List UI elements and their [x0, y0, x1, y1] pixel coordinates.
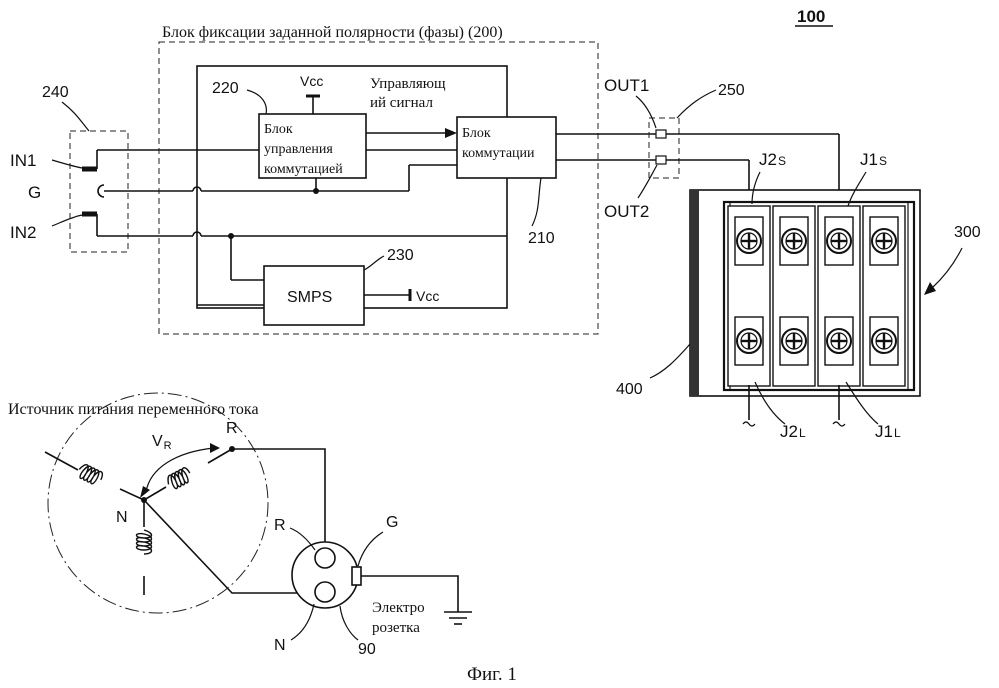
screw-terminal	[825, 217, 853, 265]
figure-caption: Фиг. 1	[467, 664, 517, 685]
control-signal-label-1: Управляющ	[370, 76, 446, 92]
j2l-label: J2L	[780, 422, 806, 441]
ref-300-leader	[932, 248, 962, 288]
ref-300-label: 300	[954, 224, 981, 241]
r-wire-to-socket	[232, 449, 325, 556]
socket-label-line1: Электро	[372, 600, 425, 616]
ref-230-leader	[364, 256, 384, 270]
switch-control-line2: управления	[264, 142, 333, 157]
polarity-unit-title: Блок фиксации заданной полярности (фазы)…	[162, 24, 503, 41]
ref-210-label: 210	[528, 230, 555, 247]
r-phase-label: R	[226, 420, 238, 437]
coil-bottom	[137, 530, 152, 554]
vcc-smps-label: Vcc	[416, 288, 439, 304]
j1l-break	[833, 422, 845, 426]
ref-400-label: 400	[616, 381, 643, 398]
j2s-label: J2S	[759, 150, 786, 169]
terminal-column	[818, 206, 860, 386]
socket-g-leader	[358, 532, 383, 566]
vr-arrowhead-start	[140, 486, 150, 498]
screw-terminal	[870, 217, 898, 265]
in2-label: IN2	[10, 223, 36, 242]
screw-terminal	[735, 317, 763, 365]
j2l-break	[743, 422, 755, 426]
phase-leg-left-outer	[45, 452, 78, 470]
vcc-top-label: Vcc	[300, 73, 323, 89]
socket-label-line2: розетка	[372, 620, 420, 636]
socket-ref-label: 90	[358, 641, 376, 658]
in1-label: IN1	[10, 151, 36, 170]
switching-line1: Блок	[462, 126, 491, 141]
figure-ref-number: 100	[797, 7, 825, 26]
coil-left	[76, 463, 104, 487]
control-signal-arrowhead	[445, 128, 457, 138]
screw-terminal	[825, 317, 853, 365]
out1-pin	[656, 130, 666, 138]
socket-ref-leader	[340, 606, 358, 640]
ref-250-leader	[677, 90, 716, 118]
screw-terminal	[780, 217, 808, 265]
ref-220-label: 220	[212, 80, 239, 97]
socket-n-leader	[291, 604, 314, 640]
ref-300-arrowhead	[924, 282, 936, 295]
socket-g-label: G	[386, 514, 398, 531]
control-signal-label-2: ий сигнал	[370, 95, 433, 111]
out1-label: OUT1	[604, 76, 649, 95]
socket-ground-pin	[352, 567, 361, 585]
screw-terminal	[735, 217, 763, 265]
panel-edge	[690, 190, 699, 396]
phase-leg-left	[120, 489, 144, 500]
out2-leader	[638, 165, 657, 198]
out1-leader	[636, 96, 656, 128]
ac-source-title: Источник питания переменного тока	[8, 401, 259, 418]
ref-220-leader	[247, 90, 266, 114]
socket-r-hole	[315, 548, 335, 568]
out2-label: OUT2	[604, 202, 649, 221]
coil-right	[165, 466, 193, 491]
output-connector-box	[649, 118, 679, 178]
j1s-label: J1S	[860, 150, 887, 169]
neutral-label: N	[116, 509, 128, 526]
socket-n-hole	[315, 582, 335, 602]
smps-label: SMPS	[287, 289, 332, 306]
switch-control-line3: коммутацией	[264, 162, 343, 177]
terminal-column	[728, 206, 770, 386]
in1-leader	[52, 160, 82, 168]
in2-leader	[52, 215, 82, 226]
figure-ref-100: 100	[795, 7, 833, 26]
ref-230-label: 230	[387, 247, 414, 264]
ref-240-leader	[62, 102, 89, 131]
terminal-column	[773, 206, 815, 386]
socket-n-label: N	[274, 637, 286, 654]
out2-pin	[656, 156, 666, 164]
g-input-label: G	[28, 183, 41, 202]
terminal-column	[863, 206, 905, 386]
ref-400-leader	[650, 344, 690, 378]
g-pin	[98, 185, 104, 197]
socket-r-label: R	[274, 517, 286, 534]
ref-250-label: 250	[718, 82, 745, 99]
ref-210-leader	[532, 178, 541, 226]
switching-line2: коммутации	[462, 146, 535, 161]
j1l-label: J1L	[875, 422, 901, 441]
screw-terminal	[780, 317, 808, 365]
vr-arrowhead-end	[210, 443, 220, 453]
switch-control-line1: Блок	[264, 122, 293, 137]
ref-240-label: 240	[42, 84, 69, 101]
vr-label: VR	[152, 433, 172, 452]
screw-terminal	[870, 317, 898, 365]
